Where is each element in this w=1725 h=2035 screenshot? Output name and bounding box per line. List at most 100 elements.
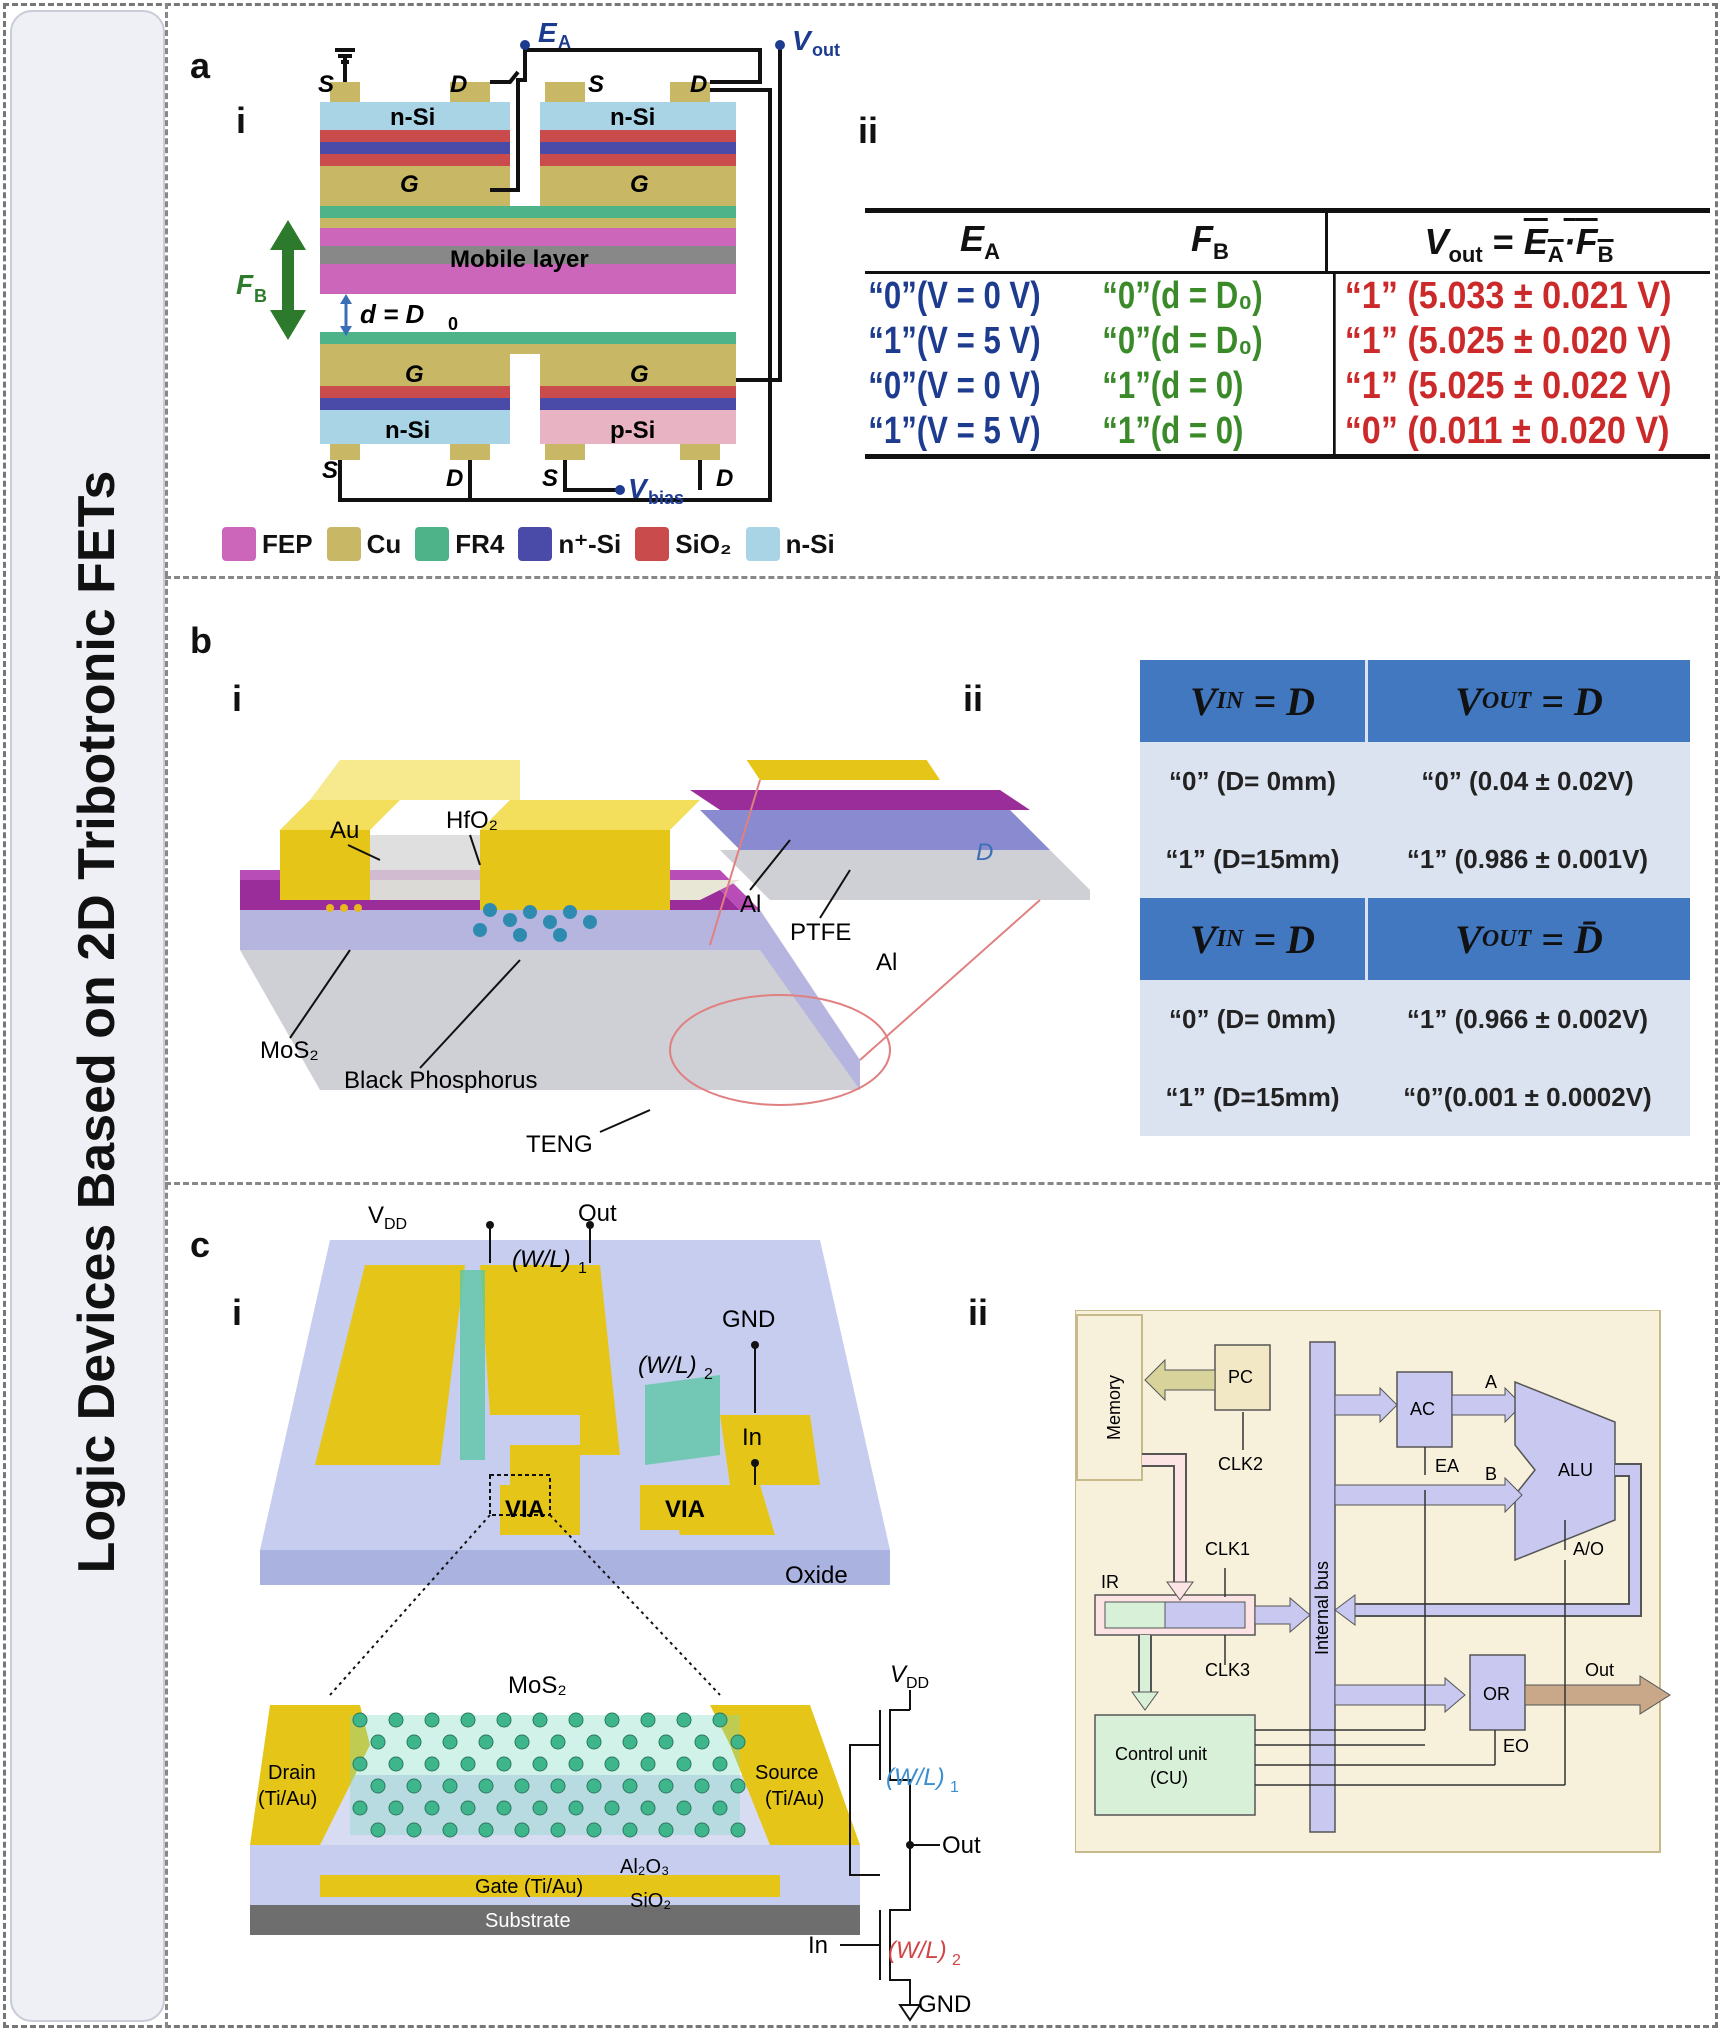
label-or: OR xyxy=(1483,1684,1510,1704)
atom xyxy=(586,1822,602,1838)
atom xyxy=(478,1822,494,1838)
atom xyxy=(514,1822,530,1838)
vin-rest: = D xyxy=(1253,916,1316,962)
header-ea: E xyxy=(960,218,985,260)
table-cell: “0” (D= 0mm) xyxy=(1169,765,1336,796)
panel-c-device-diagram: V DD Out (W/L) 1 GND (W/L) 2 In VIA VIA … xyxy=(250,1200,890,1935)
upper-left-stack xyxy=(320,102,510,206)
label-mobile-layer: Mobile layer xyxy=(450,246,589,273)
atom xyxy=(424,1712,440,1728)
atom xyxy=(460,1756,476,1772)
atom xyxy=(496,1756,512,1772)
label-d: D xyxy=(976,839,993,866)
label-d: D xyxy=(690,71,707,98)
label-sio2: SiO₂ xyxy=(630,1890,671,1912)
legend-swatch xyxy=(518,527,553,561)
label-drain-material: (Ti/Au) xyxy=(258,1788,317,1810)
label-vdd: V xyxy=(368,1202,384,1229)
label-control-unit: Control unit xyxy=(1115,1744,1207,1764)
label-wl1: (W/L) xyxy=(512,1246,571,1273)
atom xyxy=(442,1822,458,1838)
vin-label: V xyxy=(1189,916,1217,962)
upper-right-stack xyxy=(540,102,736,206)
vin-rest: = D xyxy=(1253,678,1316,724)
atom xyxy=(712,1712,728,1728)
table-cell: “1” (D=15mm) xyxy=(1165,843,1340,874)
atom xyxy=(586,1734,602,1750)
label-wl1-sub: 1 xyxy=(578,1260,587,1277)
label-clk1: CLK1 xyxy=(1205,1539,1250,1559)
table-cell: “0” (0.011 ± 0.020 V) xyxy=(1333,409,1672,454)
vout-rest: = D xyxy=(1541,678,1603,724)
table2-body: “0” (D= 0mm)“1” (0.966 ± 0.002V)“1” (D=1… xyxy=(1140,980,1690,1136)
atom xyxy=(658,1734,674,1750)
panel-a-truth-table: EA FB Vout = EA·FB “0”(V = 0 V)“0”(d = D… xyxy=(865,208,1710,459)
atom xyxy=(604,1712,620,1728)
legend-label: FR4 xyxy=(455,528,505,559)
header-vout: V xyxy=(1424,221,1449,262)
sidebar: Logic Devices Based on 2D Tribotronic FE… xyxy=(10,10,165,2022)
table-cell: “1”(d = 0) xyxy=(1102,365,1244,407)
label-cu: (CU) xyxy=(1150,1768,1188,1788)
atom xyxy=(406,1778,422,1794)
label-clk3: CLK3 xyxy=(1205,1660,1250,1680)
label-g: G xyxy=(630,171,649,198)
label-fb-sub: B xyxy=(254,286,267,306)
label-vbias-sub: bias xyxy=(648,488,684,508)
label-s: S xyxy=(322,457,338,484)
atom xyxy=(460,1800,476,1816)
atom xyxy=(676,1756,692,1772)
header-fb: F xyxy=(1191,218,1214,260)
atom xyxy=(514,1734,530,1750)
atom xyxy=(532,1800,548,1816)
label-drain: Drain xyxy=(268,1762,316,1784)
panel-c-inverter-circuit: V DD (W/L) 1 Out In (W/L) 2 GND xyxy=(808,1661,981,2022)
atom xyxy=(640,1712,656,1728)
atom xyxy=(640,1756,656,1772)
legend-label: SiO₂ xyxy=(675,528,732,559)
atom xyxy=(424,1756,440,1772)
atom xyxy=(712,1800,728,1816)
label-wl2-sub: 2 xyxy=(952,1952,961,1969)
header-fb-sub: B xyxy=(1213,239,1229,265)
label-hfo2: HfO₂ xyxy=(446,807,498,834)
atom xyxy=(388,1800,404,1816)
legend-swatch xyxy=(745,527,780,561)
label-vout-sub: out xyxy=(812,40,840,60)
header-expr-ea-sub: A xyxy=(1547,242,1564,268)
d-arrow xyxy=(340,294,352,336)
label-oxide: Oxide xyxy=(785,1562,848,1589)
label-n-si: n-Si xyxy=(385,417,430,444)
atom xyxy=(406,1734,422,1750)
divider xyxy=(165,3,168,2028)
label-ir: IR xyxy=(1101,1572,1119,1592)
table-cell: “1” (5.025 ± 0.020 V) xyxy=(1333,319,1672,364)
label-wl2-sub: 2 xyxy=(704,1366,713,1383)
legend-item: n-Si xyxy=(745,527,835,561)
vin-sub: IN xyxy=(1216,687,1244,714)
atom xyxy=(568,1712,584,1728)
label-ptfe: PTFE xyxy=(790,919,851,946)
label-mos2: MoS₂ xyxy=(508,1672,567,1699)
atom xyxy=(622,1822,638,1838)
label-d-sub: 0 xyxy=(448,314,458,334)
atom xyxy=(730,1778,746,1794)
label-b: B xyxy=(1485,1464,1497,1484)
legend-label: n-Si xyxy=(785,528,835,559)
label-ao: A/O xyxy=(1573,1539,1604,1559)
table-cell: “0” (D= 0mm) xyxy=(1169,1003,1336,1034)
table-row: “0”(V = 0 V)“0”(d = D₀)“1” (5.033 ± 0.02… xyxy=(865,274,1710,319)
atom xyxy=(586,1778,602,1794)
atom xyxy=(406,1822,422,1838)
atom xyxy=(604,1800,620,1816)
label-black-phosphorus: Black Phosphorus xyxy=(344,1067,537,1094)
table-cell: “1”(d = 0) xyxy=(1102,410,1244,452)
label-s: S xyxy=(318,71,334,98)
label-a: A xyxy=(1485,1372,1497,1392)
subpanel-c-i: i xyxy=(232,1292,243,1333)
label-s: S xyxy=(542,465,558,492)
atom xyxy=(460,1712,476,1728)
sidebar-title: Logic Devices Based on 2D Tribotronic FE… xyxy=(68,470,126,1574)
